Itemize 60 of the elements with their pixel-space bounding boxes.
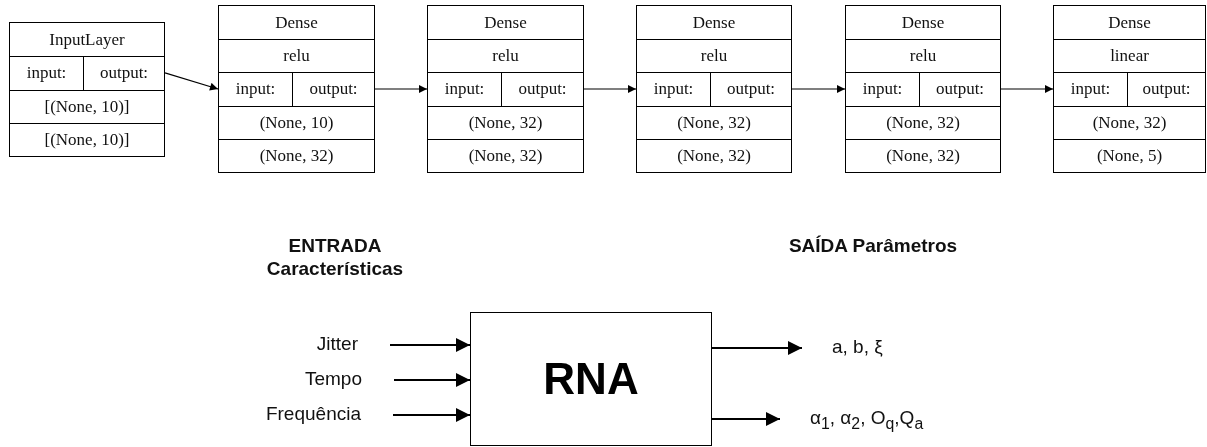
shape-value: [(None, 10)] — [10, 122, 164, 156]
arrow — [711, 412, 781, 426]
input-label: Tempo — [304, 368, 362, 390]
port-label: output: — [83, 56, 164, 90]
output-label: α$_{1}$, α$_{2}$, O$_{q}$,Q$_{a}$ — [810, 407, 924, 433]
port-label: output: — [919, 72, 1000, 106]
arrow — [393, 373, 471, 387]
layer-table — [427, 5, 584, 173]
port-label: input: — [846, 72, 919, 106]
activation-label: linear — [1054, 39, 1205, 73]
layer-name: Dense — [900, 11, 946, 34]
layer-name: Dense — [691, 11, 737, 34]
port-label: output: — [1127, 72, 1205, 106]
activation-label: relu — [219, 39, 374, 73]
arrow — [392, 408, 471, 422]
shape-value: (None, 32) — [1054, 105, 1205, 139]
shape-value: (None, 10) — [219, 105, 374, 139]
port-label: input: — [1054, 72, 1127, 106]
port-label: output: — [292, 72, 374, 106]
arrow — [711, 341, 803, 355]
layer-table — [1053, 5, 1206, 173]
shape-value: (None, 5) — [1054, 138, 1205, 172]
layer-table — [9, 22, 165, 157]
arrow — [791, 85, 846, 93]
input-label: Frequência — [265, 403, 361, 425]
port-label: output: — [501, 72, 583, 106]
arrow — [1000, 85, 1054, 93]
block-title: RNA — [543, 354, 639, 404]
input-label: Jitter — [316, 333, 358, 355]
shape-value: (None, 32) — [637, 105, 791, 139]
activation-label: relu — [846, 39, 1000, 73]
shape-value: [(None, 10)] — [10, 89, 164, 123]
layer-table — [218, 5, 375, 173]
column-heading: SAÍDA Parâmetros — [787, 234, 959, 257]
shape-value: (None, 32) — [428, 138, 583, 172]
shape-value: (None, 32) — [428, 105, 583, 139]
port-label: output: — [710, 72, 791, 106]
port-label: input: — [10, 56, 83, 90]
activation-label: relu — [637, 39, 791, 73]
network-block — [470, 312, 712, 446]
activation-label: relu — [428, 39, 583, 73]
port-label: input: — [428, 72, 501, 106]
layer-name: Dense — [274, 11, 319, 34]
shape-value: (None, 32) — [846, 138, 1000, 172]
layer-table — [636, 5, 792, 173]
layer-table — [845, 5, 1001, 173]
arrow — [374, 85, 428, 93]
shape-value: (None, 32) — [637, 138, 791, 172]
layer-name: Dense — [483, 11, 528, 34]
port-label: input: — [219, 72, 292, 106]
shape-value: (None, 32) — [219, 138, 374, 172]
layer-name: Dense — [1107, 11, 1152, 34]
column-heading: ENTRADA Características — [265, 234, 405, 280]
layer-name: InputLayer — [48, 28, 126, 51]
shape-value: (None, 32) — [846, 105, 1000, 139]
output-label: a, b, ξ — [832, 336, 883, 358]
arrow — [389, 338, 471, 352]
arrow — [164, 72, 219, 91]
arrow — [583, 85, 637, 93]
port-label: input: — [637, 72, 710, 106]
